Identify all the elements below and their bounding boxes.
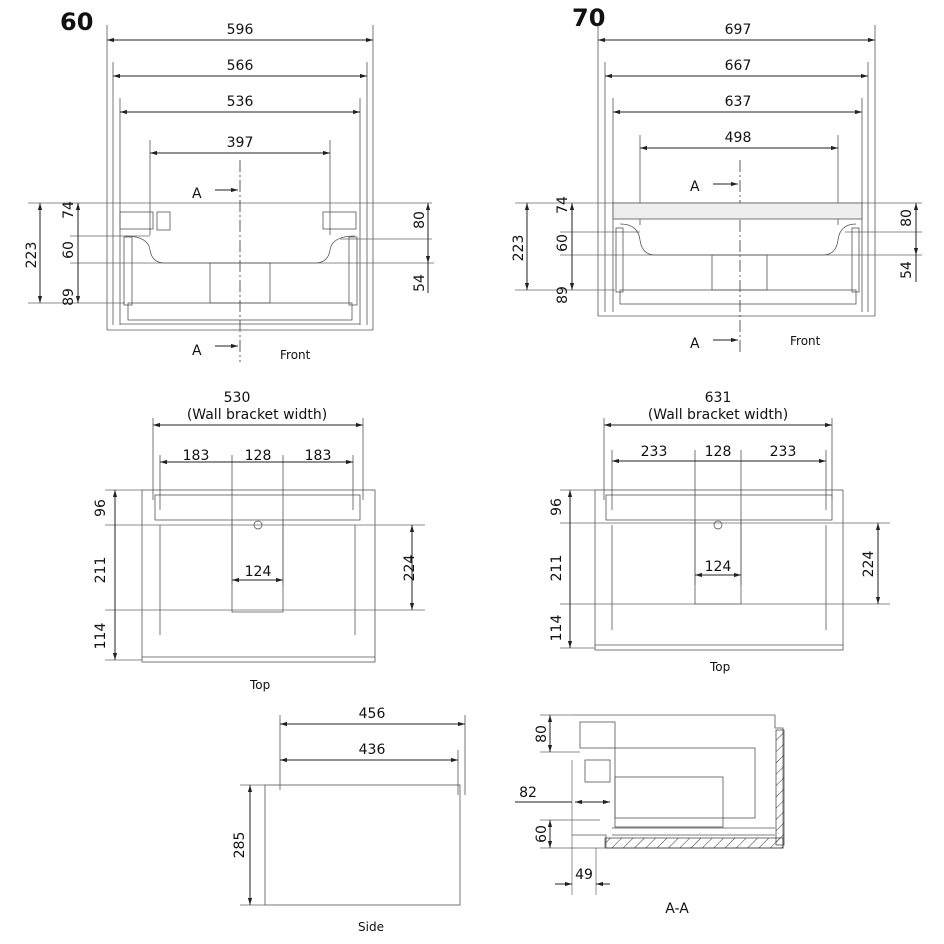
dim-seg-mid: 128 <box>245 448 272 464</box>
view-label-top: Top <box>709 660 730 674</box>
dim-offset: 82 <box>519 785 537 801</box>
dim-height-total: 223 <box>24 242 40 269</box>
dim-bracket-width: 631 <box>705 390 732 406</box>
dim-bracket-width: 530 <box>224 390 251 406</box>
cabinet-outline <box>107 211 373 331</box>
dim-width-inner: 637 <box>725 94 752 110</box>
dim-right-bottom: 54 <box>899 261 915 279</box>
dim-height-top: 80 <box>534 725 550 743</box>
dim-height-mid: 60 <box>61 241 77 259</box>
cabinet-outline <box>598 202 875 317</box>
top-view-60: 530 (Wall bracket width) 183 128 183 124… <box>93 390 425 692</box>
dim-depth-top: 96 <box>549 498 565 516</box>
dim-depth-outer: 456 <box>359 706 386 722</box>
dim-depth-bottom: 114 <box>93 623 109 650</box>
dim-right-bottom: 54 <box>412 274 428 292</box>
section-marker-bottom: A <box>690 336 700 352</box>
dim-width-mid: 667 <box>725 58 752 74</box>
dim-height-total: 223 <box>511 235 527 262</box>
dim-width-mid: 566 <box>227 58 254 74</box>
front-view-70: 70 697 667 637 498 A A Front 223 74 60 8… <box>511 4 922 352</box>
top-view-70: 631 (Wall bracket width) 233 128 233 124… <box>549 390 890 674</box>
section-marker-bottom: A <box>192 343 202 359</box>
view-label-front: Front <box>280 348 311 362</box>
dim-height-mid: 60 <box>555 234 571 252</box>
size-title-70: 70 <box>572 4 605 32</box>
view-label-top: Top <box>249 678 270 692</box>
dim-height-bottom: 89 <box>555 286 571 304</box>
dim-width-sink: 498 <box>725 130 752 146</box>
dim-depth-inner: 436 <box>359 742 386 758</box>
dim-depth-top: 96 <box>93 499 109 517</box>
dim-seg-right: 233 <box>770 444 797 460</box>
section-marker-top: A <box>192 186 202 202</box>
dim-height-top: 74 <box>555 196 571 214</box>
section-marker-top: A <box>690 179 700 195</box>
dim-seg-mid: 128 <box>705 444 732 460</box>
side-view: 456 436 285 Side <box>232 706 466 934</box>
bracket-note: (Wall bracket width) <box>648 407 788 423</box>
section-view-aa: 80 82 60 49 A-A <box>515 714 785 917</box>
dim-cutout: 124 <box>705 559 732 575</box>
view-label-front: Front <box>790 334 821 348</box>
view-label-section: A-A <box>665 901 689 917</box>
size-title-60: 60 <box>60 8 93 36</box>
dim-seg-right: 183 <box>305 448 332 464</box>
dim-depth-right: 224 <box>402 555 418 582</box>
dim-right-top: 80 <box>899 209 915 227</box>
dim-seg-left: 233 <box>641 444 668 460</box>
dim-depth-right: 224 <box>861 551 877 578</box>
dim-height-top: 74 <box>61 201 77 219</box>
dim-right-top: 80 <box>412 211 428 229</box>
front-view-60: 60 596 566 536 397 A A Front 223 74 60 8… <box>24 8 434 362</box>
dim-height: 285 <box>232 832 248 859</box>
dim-height-bottom: 60 <box>534 825 550 843</box>
dim-depth-mid: 211 <box>93 557 109 584</box>
dim-seg-left: 183 <box>183 448 210 464</box>
dim-depth-bottom: 114 <box>549 615 565 642</box>
dim-width-sink: 397 <box>227 135 254 151</box>
dim-width-inner: 536 <box>227 94 254 110</box>
dim-depth-mid: 211 <box>549 555 565 582</box>
view-label-side: Side <box>358 920 384 934</box>
dim-inset: 49 <box>575 867 593 883</box>
dim-width-outer: 697 <box>725 22 752 38</box>
bracket-note: (Wall bracket width) <box>187 407 327 423</box>
dim-width-outer: 596 <box>227 22 254 38</box>
dim-height-bottom: 89 <box>61 288 77 306</box>
dim-cutout: 124 <box>245 564 272 580</box>
